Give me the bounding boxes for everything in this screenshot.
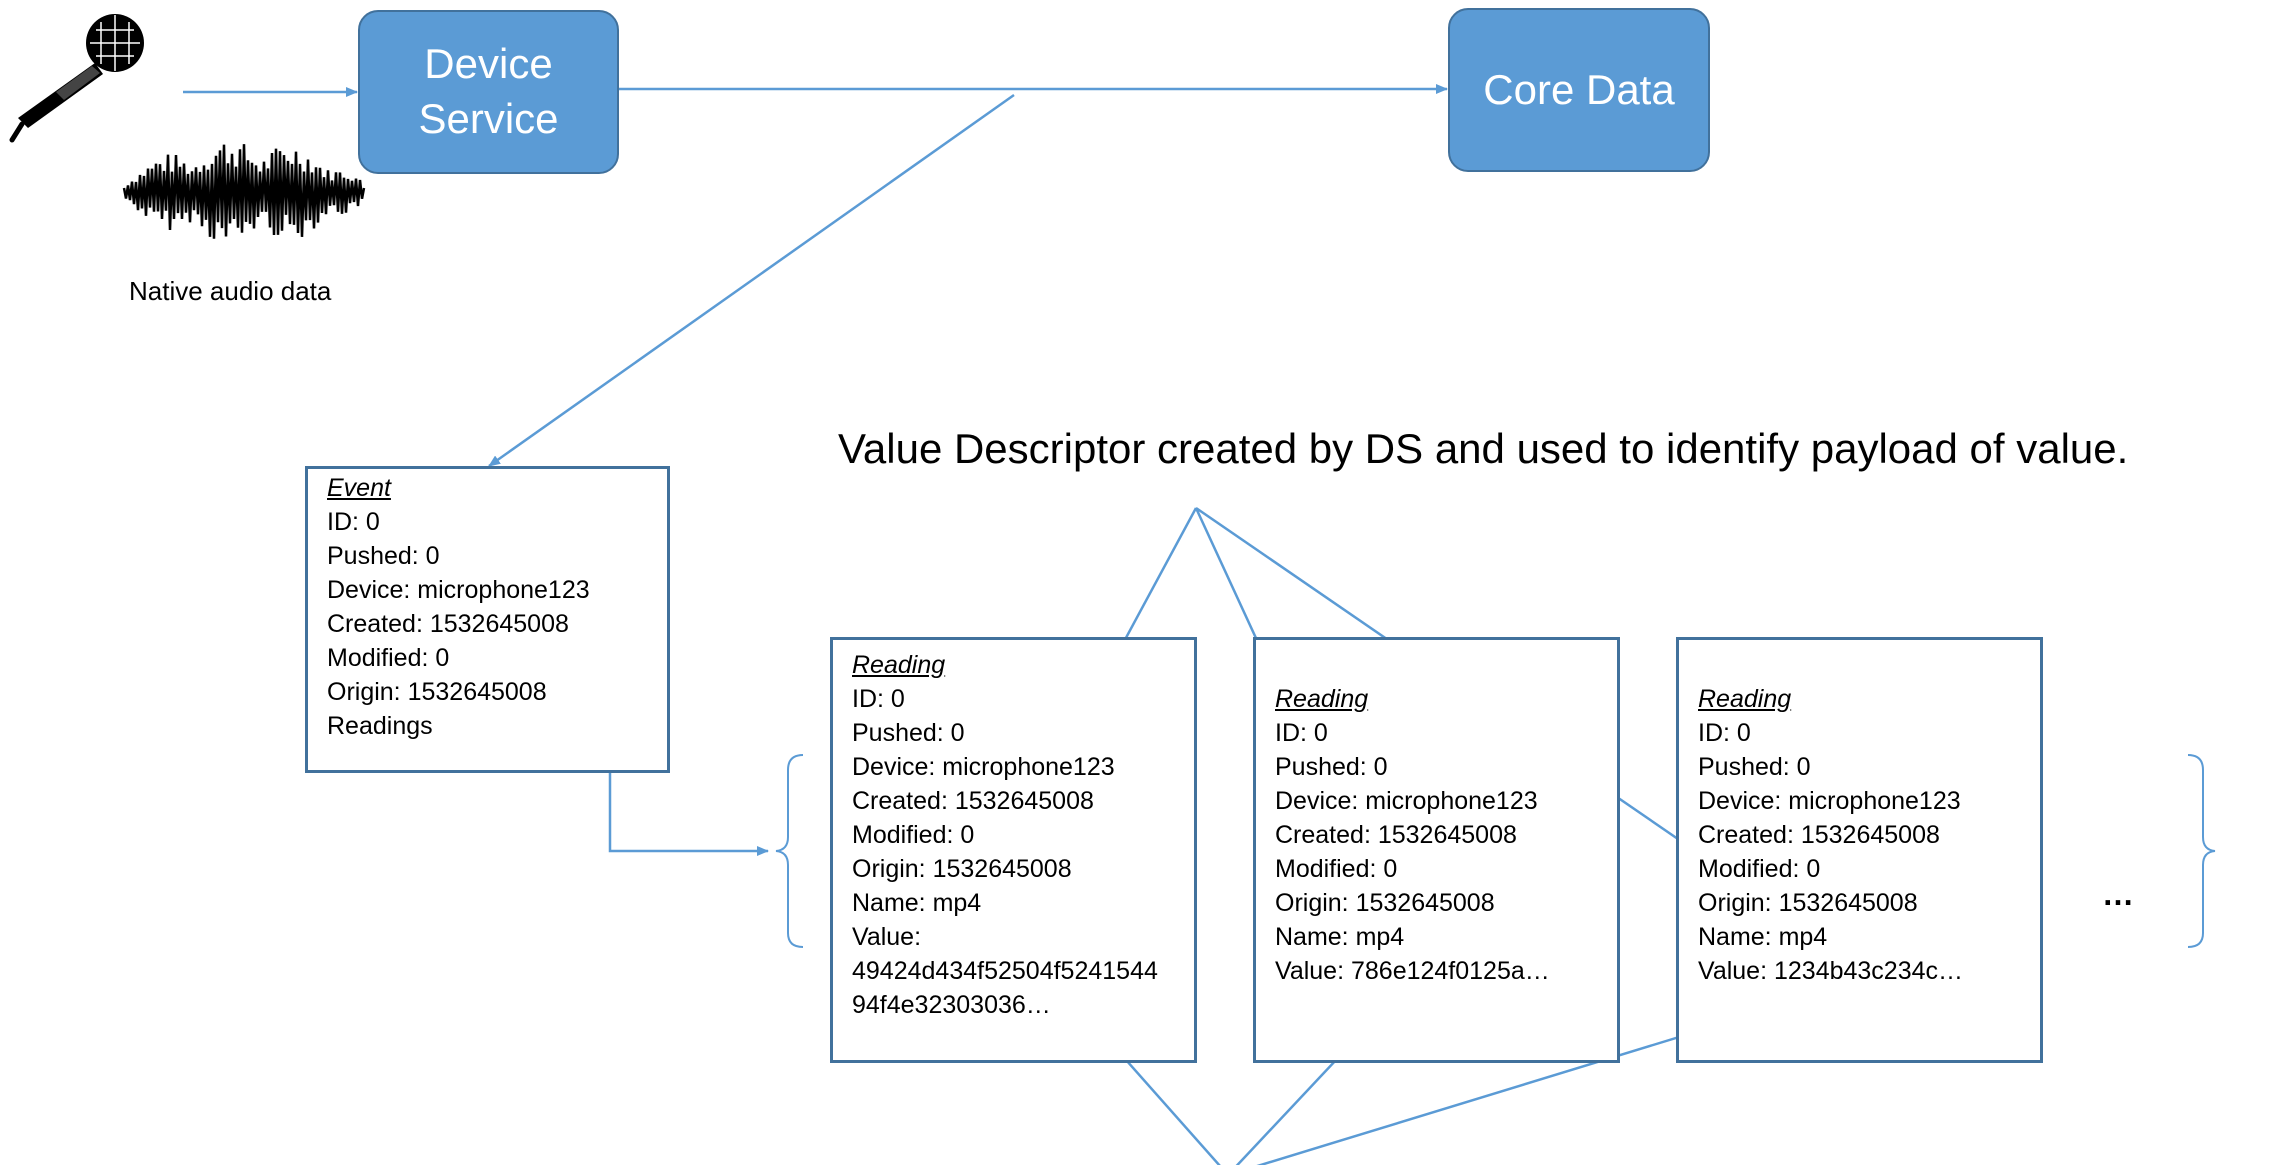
event-origin: Origin: 1532645008 [327, 678, 547, 706]
reading-created: Created: 1532645008 [1698, 821, 1940, 849]
reading-value: Value: 1234b43c234c… [1698, 957, 1964, 985]
right-brace [2187, 754, 2216, 948]
reading-pushed: Pushed: 0 [852, 719, 965, 747]
event-modified: Modified: 0 [327, 644, 450, 672]
reading-value-cont-2: 94f4e32303036… [852, 991, 1051, 1019]
device-service-label: Device Service [418, 40, 559, 142]
reading-id: ID: 0 [1698, 719, 1751, 747]
event-created: Created: 1532645008 [327, 610, 569, 638]
device-service-node: Device Service [358, 10, 619, 174]
audio-waveform-icon [122, 144, 366, 239]
event-readings: Readings [327, 712, 433, 740]
core-data-node: Core Data [1448, 8, 1710, 172]
reading-name: Name: mp4 [852, 889, 982, 917]
reading-pushed: Pushed: 0 [1275, 753, 1388, 781]
event-box: Event ID: 0 Pushed: 0 Device: microphone… [305, 466, 670, 773]
reading-id: ID: 0 [852, 685, 905, 713]
reading-box-1: Reading ID: 0 Pushed: 0 Device: micropho… [830, 637, 1197, 1063]
reading-origin: Origin: 1532645008 [1275, 889, 1495, 917]
reading-device: Device: microphone123 [852, 753, 1115, 781]
reading-origin: Origin: 1532645008 [852, 855, 1072, 883]
reading-box-2: Reading ID: 0 Pushed: 0 Device: micropho… [1253, 637, 1620, 1063]
reading-id: ID: 0 [1275, 719, 1328, 747]
audio-caption: Native audio data [129, 276, 332, 306]
reading-modified: Modified: 0 [852, 821, 975, 849]
reading-device: Device: microphone123 [1698, 787, 1961, 815]
event-branch-arrow [488, 93, 1015, 468]
event-pushed: Pushed: 0 [327, 542, 440, 570]
reading-name: Name: mp4 [1275, 923, 1405, 951]
core-data-label: Core Data [1483, 65, 1675, 113]
reading-origin: Origin: 1532645008 [1698, 889, 1918, 917]
reading-box-3: Reading ID: 0 Pushed: 0 Device: micropho… [1676, 637, 2043, 1063]
reading-title: Reading [1275, 685, 1369, 713]
reading-value-cont-1: 49424d434f52504f5241544 [852, 957, 1158, 985]
reading-name: Name: mp4 [1698, 923, 1828, 951]
microphone-icon [9, 14, 144, 143]
reading-pushed: Pushed: 0 [1698, 753, 1811, 781]
event-title: Event [327, 474, 391, 502]
reading-title: Reading [1698, 685, 1792, 713]
left-brace [775, 754, 804, 948]
event-device: Device: microphone123 [327, 576, 590, 604]
reading-device: Device: microphone123 [1275, 787, 1538, 815]
more-readings-ellipsis: … [2102, 876, 2134, 912]
reading-modified: Modified: 0 [1698, 855, 1821, 883]
event-id: ID: 0 [327, 508, 380, 536]
reading-value: Value: 786e124f0125a… [1275, 957, 1550, 985]
reading-modified: Modified: 0 [1275, 855, 1398, 883]
reading-value: Value: [852, 923, 922, 951]
reading-created: Created: 1532645008 [1275, 821, 1517, 849]
reading-title: Reading [852, 651, 946, 679]
value-descriptor-note: Value Descriptor created by DS and used … [838, 425, 2129, 472]
reading-created: Created: 1532645008 [852, 787, 1094, 815]
